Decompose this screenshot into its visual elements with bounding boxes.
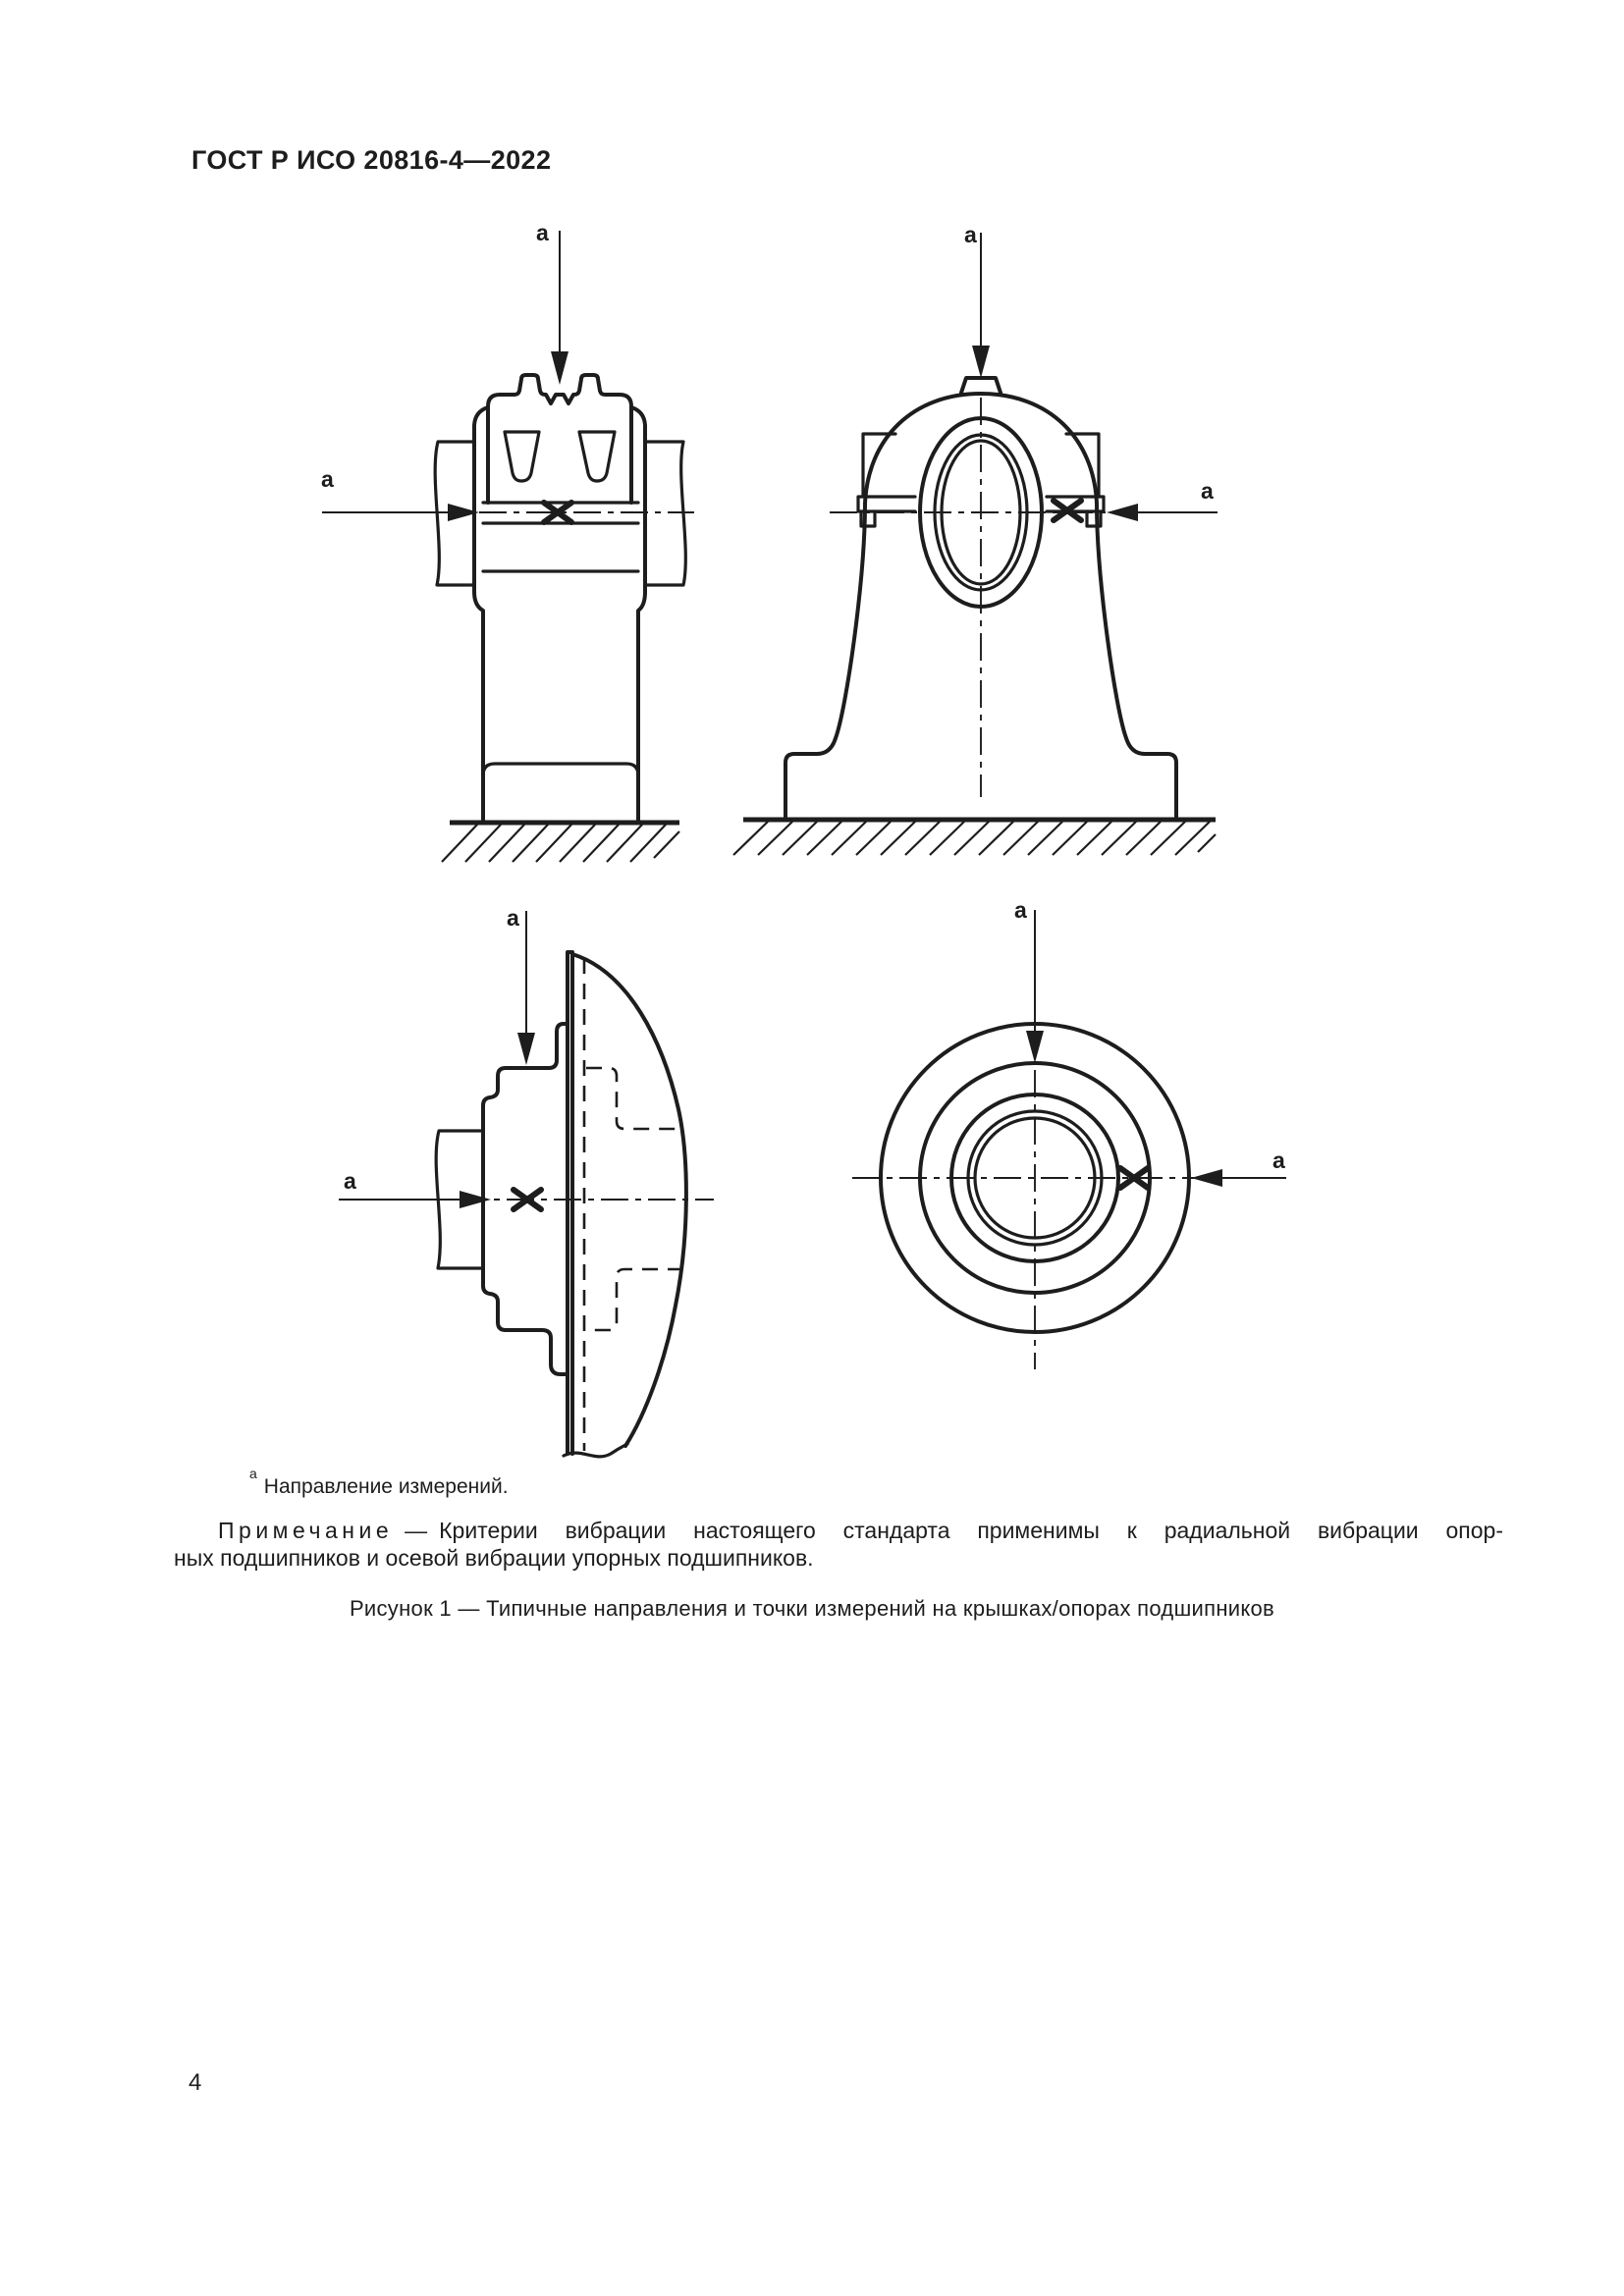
housing-dome [863,392,1099,506]
bearing-housing-outline [481,1022,569,1376]
figure-note: Примечание — Критерии вибрации настоящего … [174,1517,1503,1572]
bolt-hole-right [577,430,617,483]
note-text-part1: Критерии вибрации настоящего стандарта п… [439,1518,1503,1543]
measurement-point-marker [1117,1165,1151,1191]
drawing-pedestal-side-view [322,231,694,863]
ground-hatching [441,824,680,863]
bearing-bore-outer [918,416,1044,609]
note-dash: — [405,1518,428,1543]
bearing-shell-inner [940,439,1022,586]
direction-label: a [1201,478,1214,504]
leg-right [1095,502,1178,820]
vertical-measurement-arrow [972,233,990,378]
note-line-1: Примечание — Критерии вибрации настоящего … [218,1517,1503,1544]
vertical-measurement-arrow [1026,910,1044,1063]
footnote-text: Направление измерений. [263,1475,509,1498]
casing-outline [570,952,688,1448]
page-number: 4 [189,2069,202,2096]
shoulder-left [472,405,490,824]
measurement-point-marker [511,1187,544,1212]
bolt-hole-left [503,430,541,483]
split-flange-right [1045,495,1106,513]
shaft [434,1129,485,1270]
casing-break-line [562,1442,629,1459]
shoulder-right [629,405,647,824]
vertical-measurement-arrow [551,231,568,385]
measurement-point-marker [1051,498,1084,523]
direction-label: a [1014,897,1027,923]
bearing-cap-outline [486,373,633,505]
measurement-point-marker [541,500,574,525]
direction-label: a [321,466,334,492]
ground-hatching [732,821,1217,856]
leg-left [784,502,867,820]
drawing-flange-bearing-side-view [339,911,714,1459]
top-boss [959,376,1002,395]
vertical-measurement-arrow [517,911,535,1065]
pedestal-base-pad [481,762,640,824]
flange-plate [566,950,574,1456]
direction-label: a [964,222,977,247]
figure-caption: Рисунок 1 — Типичные направления и точки… [349,1596,1275,1621]
note-label: Примечание [218,1518,394,1543]
drawing-pedestal-front-view [732,233,1218,856]
direction-label: a [1272,1148,1285,1173]
direction-label: a [507,905,519,931]
figure-footnote: aНаправление измерений. [249,1466,509,1499]
bearing-shell-outer [933,433,1029,592]
footnote-marker: a [249,1466,257,1481]
shaft-right [643,440,687,587]
page-header: ГОСТ Р ИСО 20816-4—2022 [191,145,552,175]
shaft-left [433,440,476,587]
split-flange-left [856,495,917,513]
drawing-flange-bearing-front-view [852,910,1286,1369]
direction-label: a [536,220,549,245]
note-line-2: ных подшипников и осевой вибрации упорны… [174,1545,814,1571]
horizontal-measurement-arrow [1191,1169,1286,1187]
direction-label: a [344,1168,356,1194]
hidden-bore-profile [586,1066,683,1332]
